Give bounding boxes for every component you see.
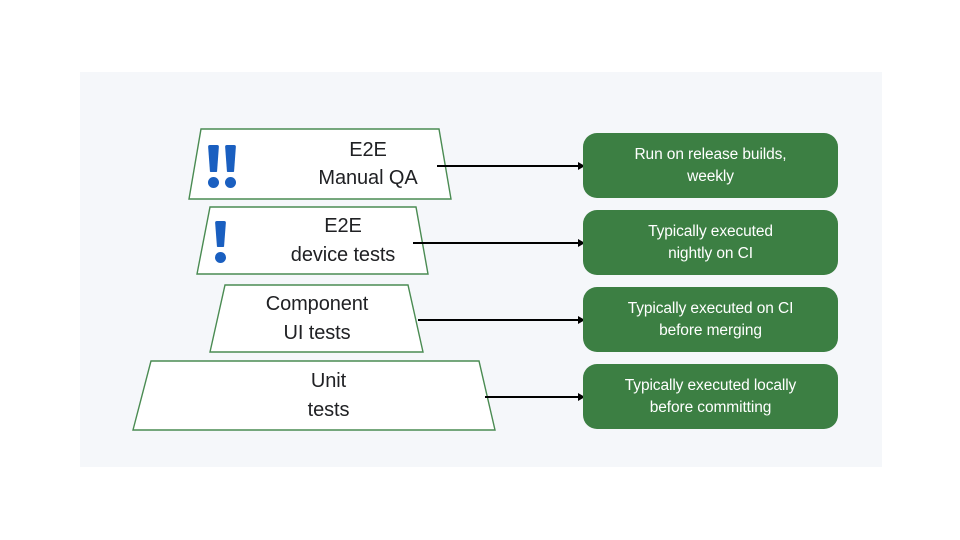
exclamation-stem: [225, 145, 236, 172]
callout-line2: weekly: [687, 167, 734, 185]
pyramid-layer-e2e-manual-qa[interactable]: E2E Manual QA: [188, 128, 452, 200]
callout-line2: nightly on CI: [668, 244, 753, 262]
callout-unit-tests[interactable]: Typically executed locally before commit…: [583, 364, 838, 429]
exclamation-dot: [225, 177, 236, 188]
exclamation-stem: [208, 145, 219, 172]
pyramid-layer-e2e-device-tests[interactable]: E2E device tests: [196, 206, 430, 275]
callout-line1: Run on release builds,: [634, 145, 787, 163]
exclamation-dot: [208, 177, 219, 188]
exclamation-mark-icon: [208, 145, 219, 188]
exclamation-stem: [215, 221, 226, 247]
callout-line2: before committing: [649, 398, 772, 416]
callout-e2e-manual-qa[interactable]: Run on release builds, weekly: [583, 133, 838, 198]
callout-line1: Typically executed on CI: [627, 299, 794, 317]
exclamation-mark-icon: [215, 221, 226, 263]
callout-line1: Typically executed locally: [624, 376, 797, 394]
warning-icons-e2e-device-tests: [215, 221, 226, 263]
exclamation-mark-icon: [225, 145, 236, 188]
warning-icons-e2e-manual-qa: [208, 145, 236, 188]
exclamation-dot: [215, 252, 226, 263]
trapezoid-shape-e2e-device-tests: [196, 206, 429, 275]
callout-line1: Typically executed: [648, 222, 773, 240]
trapezoid-shape-unit-tests: [132, 360, 496, 431]
callout-e2e-device-tests[interactable]: Typically executed nightly on CI: [583, 210, 838, 275]
callout-component-ui-tests[interactable]: Typically executed on CI before merging: [583, 287, 838, 352]
trapezoid-shape-component-ui-tests: [209, 284, 424, 353]
pyramid-layer-unit-tests[interactable]: Unit tests: [132, 360, 497, 431]
trapezoid-shape-e2e-manual-qa: [188, 128, 452, 200]
pyramid-layer-component-ui-tests[interactable]: Component UI tests: [209, 284, 425, 353]
callout-line2: before merging: [659, 321, 762, 339]
